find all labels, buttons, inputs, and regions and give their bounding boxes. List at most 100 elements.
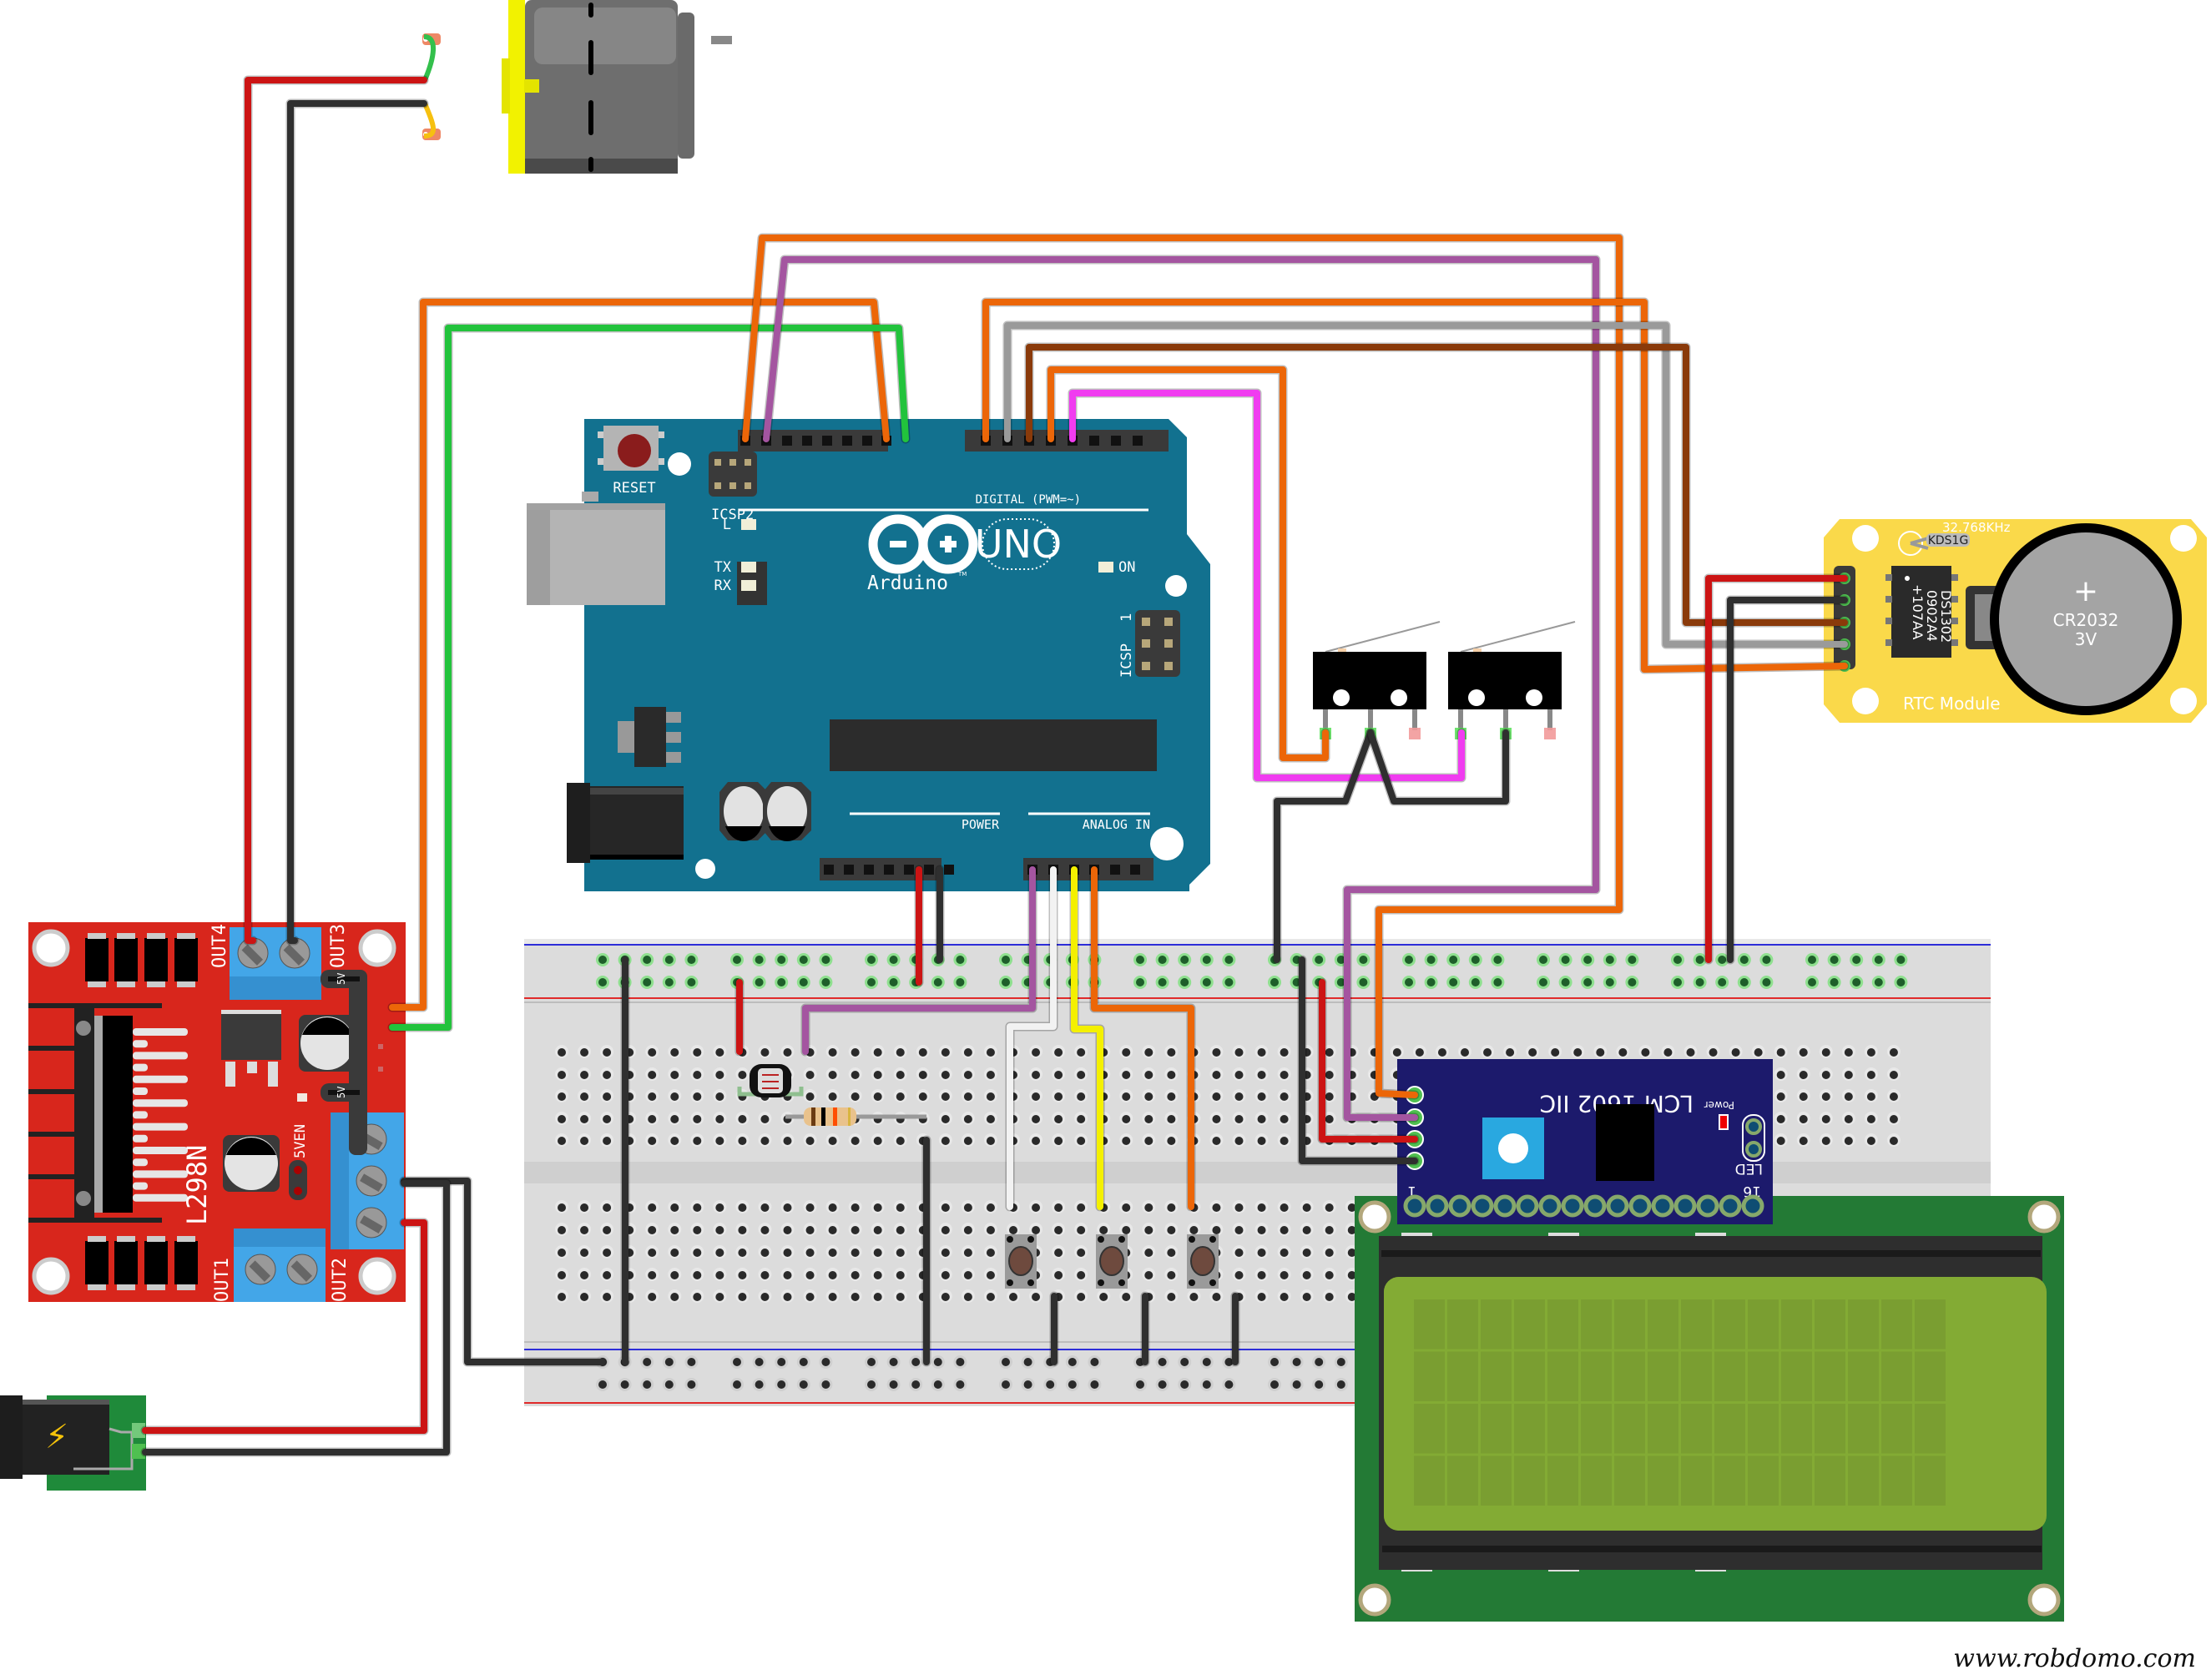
breadboard-hole	[693, 1092, 702, 1101]
wire-switch2-gnd[interactable]	[1367, 729, 1509, 805]
power-pin[interactable]	[884, 865, 894, 875]
wire-jack-gnd[interactable]	[142, 1180, 450, 1455]
switch-pin[interactable]	[1544, 728, 1556, 739]
breadboard-hole	[1257, 1092, 1266, 1101]
breadboard-hole	[783, 1137, 792, 1145]
wire-i2c-vcc[interactable]	[1319, 979, 1418, 1143]
breadboard-hole	[805, 1271, 815, 1279]
breadboard-hole	[896, 1271, 905, 1279]
breadboard-hole	[1122, 1203, 1131, 1212]
pushbutton[interactable]	[1096, 1234, 1128, 1289]
breadboard-hole	[558, 1203, 566, 1212]
breadboard-hole	[918, 1071, 927, 1079]
power-pin[interactable]	[824, 865, 834, 875]
wire-in4-d11[interactable]	[389, 299, 890, 1011]
breadboard-rail-hole	[1405, 978, 1413, 986]
breadboard-hole	[603, 1071, 612, 1079]
breadboard-hole	[1167, 1293, 1176, 1301]
breadboard-hole	[963, 1115, 972, 1123]
power-pin[interactable]	[944, 865, 954, 875]
lcd-char-cell	[1547, 1351, 1578, 1401]
power-pin[interactable]	[844, 865, 854, 875]
power-led	[1719, 1114, 1729, 1130]
breadboard-hole	[963, 1203, 972, 1212]
chip-leg	[133, 1193, 188, 1202]
breadboard-hole	[1189, 1226, 1199, 1234]
breadboard-hole	[1234, 1249, 1244, 1257]
breadboard-hole	[1663, 1048, 1673, 1057]
chip-leg	[133, 1158, 148, 1167]
breadboard-rail-hole	[1583, 978, 1593, 986]
breadboard-hole	[715, 1249, 724, 1257]
breadboard-hole	[693, 1226, 702, 1234]
digital-pin[interactable]	[822, 436, 832, 446]
pushbutton[interactable]	[1005, 1234, 1037, 1289]
digital-pin[interactable]	[1133, 436, 1143, 446]
breadboard-hole	[648, 1293, 657, 1301]
digital-pin[interactable]	[1111, 436, 1121, 446]
breadboard-hole	[1866, 1092, 1875, 1101]
wire-d5-clk[interactable]	[1026, 344, 1848, 626]
analog-pin[interactable]	[1110, 865, 1120, 875]
wire-a1-button1[interactable]	[1007, 866, 1057, 1210]
breadboard-hole	[1234, 1092, 1244, 1101]
5ven-jumper[interactable]	[289, 1160, 307, 1200]
breadboard-rail-hole	[1605, 956, 1614, 964]
wire-in3-d10[interactable]	[389, 325, 909, 1031]
wire-d3-switch2[interactable]	[1069, 390, 1465, 781]
digital-pin[interactable]	[802, 436, 812, 446]
breadboard-hole	[603, 1115, 612, 1123]
digital-pin[interactable]	[862, 436, 872, 446]
breadboard-hole	[715, 1203, 724, 1212]
power-pin[interactable]	[864, 865, 874, 875]
analog-pin[interactable]	[1130, 865, 1140, 875]
breadboard-hole	[1054, 1048, 1063, 1057]
lcd-char-cell	[1915, 1404, 1946, 1454]
wire-a2-button2[interactable]	[1071, 866, 1103, 1210]
wire-rtc-gnd[interactable]	[1727, 597, 1848, 963]
wire-switch1-gnd[interactable]	[1274, 729, 1374, 963]
wire-rtc-vcc[interactable]	[1705, 575, 1848, 963]
switch-lever	[1460, 621, 1576, 653]
breadboard-rail-hole	[956, 1358, 965, 1366]
digital-pin[interactable]	[782, 436, 792, 446]
switch-pin[interactable]	[1409, 728, 1421, 739]
breadboard-hole	[1754, 1048, 1763, 1057]
digital-pin[interactable]	[842, 436, 852, 446]
wire-d6-dat[interactable]	[1004, 322, 1848, 648]
pushbutton[interactable]	[1187, 1234, 1219, 1289]
reset-button[interactable]	[598, 426, 664, 471]
breadboard-rail-hole	[598, 1380, 607, 1389]
wire-i2c-gnd[interactable]	[1299, 956, 1418, 1164]
breadboard-rail-hole	[1561, 978, 1570, 986]
button-cap	[1099, 1246, 1124, 1276]
limit-switch[interactable]	[1313, 621, 1441, 739]
wire-d4-switch1[interactable]	[1047, 366, 1329, 761]
digital-pin[interactable]	[1089, 436, 1099, 446]
wire-scl[interactable]	[742, 235, 1623, 1098]
wire-motor-black[interactable]	[287, 100, 427, 944]
wire-a0-ldr[interactable]	[802, 866, 1036, 1055]
battery-plus: +	[2073, 574, 2098, 608]
wire-sda[interactable]	[763, 256, 1599, 1121]
breadboard-rail-hole	[799, 1358, 808, 1366]
lcd-char-cell	[1514, 1455, 1545, 1506]
limit-switch[interactable]	[1448, 621, 1576, 739]
lcd-char-cell	[1714, 1404, 1745, 1454]
breadboard-hole	[1551, 1048, 1560, 1057]
crystal	[1926, 533, 1970, 547]
wire-jack-12v[interactable]	[142, 1219, 427, 1434]
lcd-header-pin	[1583, 1194, 1607, 1218]
breadboard-hole	[873, 1271, 882, 1279]
lcd-char-cell	[1815, 1351, 1845, 1401]
lcd-char-cell	[1881, 1351, 1912, 1401]
power-pin[interactable]	[904, 865, 914, 875]
breadboard-rail-hole	[687, 1380, 696, 1389]
breadboard-hole	[648, 1115, 657, 1123]
wire-a3-button3[interactable]	[1091, 866, 1194, 1210]
breadboard-rail-hole	[1068, 1358, 1077, 1366]
breadboard-hole	[1077, 1271, 1086, 1279]
power-pin[interactable]	[924, 865, 934, 875]
wire-motor-red[interactable]	[245, 77, 427, 944]
lcd-char-cell	[1781, 1404, 1812, 1454]
